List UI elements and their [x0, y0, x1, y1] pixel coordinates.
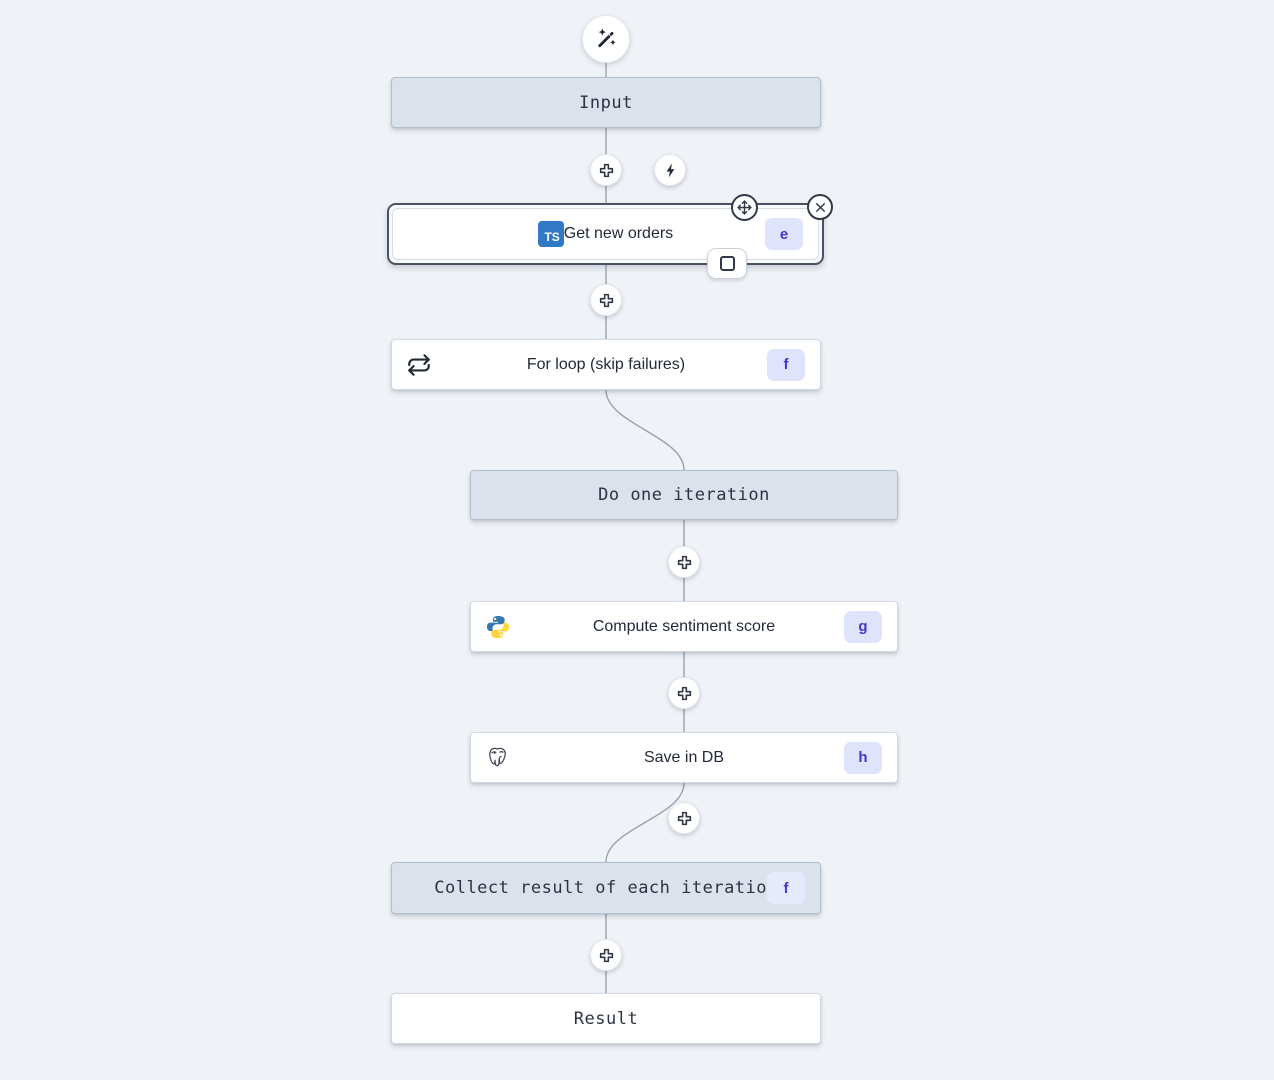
- plus-icon: [675, 553, 694, 572]
- frame-node-button[interactable]: [707, 248, 747, 279]
- repeat-loop-icon: [406, 352, 432, 378]
- node-collect-result[interactable]: Collect result of each iteration f: [391, 862, 821, 914]
- step-id-badge: g: [844, 610, 882, 643]
- close-x-icon: [814, 201, 827, 214]
- node-input[interactable]: Input: [391, 77, 821, 128]
- remove-node-button[interactable]: [807, 194, 833, 220]
- node-do-one-iteration[interactable]: Do one iteration: [470, 470, 898, 520]
- step-id-badge: f: [767, 872, 805, 904]
- node-compute-sentiment-score[interactable]: Compute sentiment score g: [470, 601, 898, 652]
- plus-icon: [675, 809, 694, 828]
- add-step-button[interactable]: [668, 677, 700, 709]
- node-label: For loop (skip failures): [526, 355, 686, 373]
- magic-wand-icon: [593, 26, 619, 52]
- python-icon: [485, 614, 511, 640]
- move-node-handle[interactable]: [731, 194, 758, 221]
- node-for-loop[interactable]: For loop (skip failures) f: [391, 339, 821, 390]
- ai-wand-button[interactable]: [582, 15, 630, 63]
- node-label: Get new orders: [563, 225, 674, 242]
- node-get-new-orders[interactable]: TS Get new orders e: [387, 203, 824, 265]
- step-id-badge: h: [844, 741, 882, 774]
- node-label: Result: [573, 1008, 639, 1029]
- step-id-badge: f: [767, 348, 805, 381]
- lightning-bolt-icon: [662, 162, 679, 179]
- square-outline-icon: [719, 256, 735, 271]
- plus-icon: [597, 161, 616, 180]
- node-save-in-db[interactable]: Save in DB h: [470, 732, 898, 783]
- step-id-badge: e: [765, 218, 803, 250]
- node-label: Collect result of each iteration: [434, 878, 778, 898]
- plus-icon: [597, 291, 616, 310]
- add-step-button[interactable]: [590, 939, 622, 971]
- add-step-button[interactable]: [668, 802, 700, 834]
- postgresql-icon: [485, 745, 510, 770]
- node-label: Compute sentiment score: [592, 617, 776, 635]
- node-label: Save in DB: [643, 748, 725, 766]
- move-arrows-icon: [736, 199, 753, 216]
- add-step-button[interactable]: [668, 546, 700, 578]
- trigger-button[interactable]: [654, 154, 686, 186]
- add-step-button[interactable]: [590, 284, 622, 316]
- node-label: Do one iteration: [598, 485, 770, 505]
- node-result[interactable]: Result: [391, 993, 821, 1044]
- typescript-icon: TS: [537, 221, 564, 247]
- plus-icon: [675, 684, 694, 703]
- add-step-button[interactable]: [590, 154, 622, 186]
- node-label: Input: [579, 92, 633, 113]
- plus-icon: [597, 946, 616, 965]
